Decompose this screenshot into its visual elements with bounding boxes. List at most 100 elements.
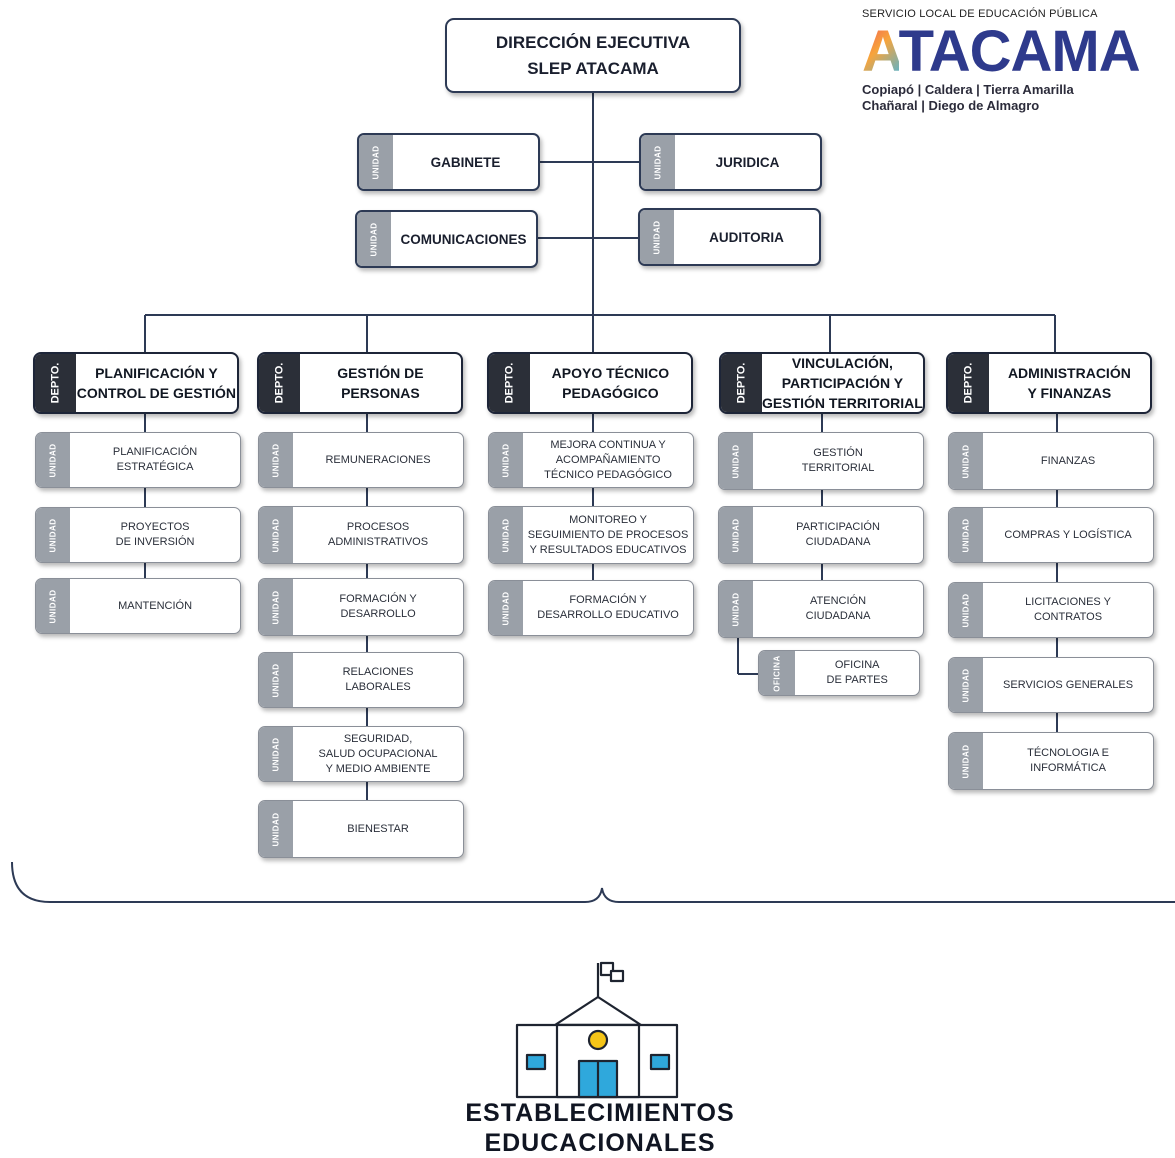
unit-tab: UNIDAD (36, 508, 71, 562)
office-box-label: OFICINA DE PARTES (826, 659, 888, 686)
dept-apoyo-tecnico-label: APOYO TÉCNICO PEDAGÓGICO (551, 365, 670, 401)
tab-label: UNIDAD (731, 443, 741, 479)
unit-tab: UNIDAD (259, 433, 294, 487)
juridica-box-label: JURIDICA (715, 154, 780, 170)
auditoria-box: UNIDAD AUDITORIA (638, 208, 821, 266)
unit-box-label: FORMACIÓN Y DESARROLLO EDUCATIVO (537, 594, 679, 621)
dept-apoyo-tecnico: DEPTO. APOYO TÉCNICO PEDAGÓGICO (487, 352, 693, 414)
unit-box: UNIDAD COMPRAS Y LOGÍSTICA (948, 507, 1154, 563)
dept-planificacion: DEPTO.PLANIFICACIÓN Y CONTROL DE GESTIÓN (33, 352, 239, 414)
comunicaciones-box: UNIDAD COMUNICACIONES (355, 210, 538, 268)
unit-box-label: COMPRAS Y LOGÍSTICA (1004, 528, 1132, 541)
unit-box: UNIDAD BIENESTAR (258, 800, 464, 858)
unit-box-label: REMUNERACIONES (325, 453, 431, 466)
unit-box-label: RELACIONES LABORALES (342, 666, 414, 693)
unit-box: UNIDAD SEGURIDAD, SALUD OCUPACIONAL Y MED… (258, 726, 464, 782)
logo-communes-line2: Chañaral | Diego de Almagro (862, 98, 1040, 113)
tab-label: UNIDAD (961, 517, 971, 553)
unit-box-label: LICITACIONES Y CONTRATOS (1025, 596, 1111, 623)
tab-label: UNIDAD (48, 442, 58, 478)
unit-tab: UNIDAD (489, 581, 524, 635)
tab-label: UNIDAD (501, 517, 511, 553)
unit-box-label: FINANZAS (1040, 454, 1096, 467)
unit-tab: UNIDAD (359, 135, 394, 189)
unit-box-label: MANTENCIÓN (118, 599, 193, 612)
unit-tab: UNIDAD (259, 653, 294, 707)
unit-tab: UNIDAD (641, 135, 676, 189)
unit-box: UNIDAD PROCESOS ADMINISTRATIVOS (258, 506, 464, 564)
unit-box-label: MONITOREO Y SEGUIMIENTO DE PROCESOS Y RE… (527, 513, 689, 556)
comunicaciones-box-label: COMUNICACIONES (400, 231, 527, 247)
tab-label: DEPTO. (735, 362, 748, 404)
unit-box: UNIDAD LICITACIONES Y CONTRATOS (948, 582, 1154, 638)
unit-tab: UNIDAD (640, 210, 675, 264)
unit-box: UNIDAD MANTENCIÓN (35, 578, 241, 634)
unit-tab: UNIDAD (949, 433, 984, 489)
unit-tab: UNIDAD (36, 579, 71, 633)
dept-administracion-label: ADMINISTRACIÓN Y FINANZAS (1007, 365, 1131, 401)
executive-direction-line2: SLEP ATACAMA (527, 58, 659, 78)
unit-box-label: GESTIÓN TERRITORIAL (801, 447, 875, 474)
logo-rest: TACAMA (898, 19, 1141, 84)
unit-box: UNIDAD FINANZAS (948, 432, 1154, 490)
tab-label: UNIDAD (501, 590, 511, 626)
educational-establishments-label: ESTABLECIMIENTOS EDUCACIONALES (465, 1099, 735, 1157)
tab-label: UNIDAD (271, 662, 281, 698)
unit-box: UNIDAD REMUNERACIONES (258, 432, 464, 488)
unit-box-label: PROYECTOS DE INVERSIÓN (115, 521, 195, 548)
unit-tab: UNIDAD (489, 507, 524, 563)
tab-label: OFICINA (772, 654, 782, 692)
unit-box-label: PARTICIPACIÓN CIUDADANA (796, 521, 880, 548)
unit-box-label: MEJORA CONTINUA Y ACOMPAÑAMIENTO TÉCNICO… (544, 438, 672, 481)
logo-supertitle: SERVICIO LOCAL DE EDUCACIÓN PÚBLICA (862, 8, 1098, 20)
unit-box-label: TÉCNOLOGIA E INFORMÁTICA (1027, 747, 1110, 774)
dept-tab: DEPTO. (259, 354, 300, 412)
unit-tab: UNIDAD (949, 733, 984, 789)
tab-label: UNIDAD (271, 442, 281, 478)
tab-label: UNIDAD (731, 517, 741, 553)
unit-tab: OFICINA (759, 651, 796, 695)
unit-tab: UNIDAD (259, 507, 294, 563)
tab-label: UNIDAD (652, 219, 662, 255)
unit-box-label: FORMACIÓN Y DESARROLLO (339, 593, 417, 620)
tab-label: UNIDAD (271, 589, 281, 625)
unit-tab: UNIDAD (36, 433, 71, 487)
tab-label: UNIDAD (48, 588, 58, 624)
tab-label: UNIDAD (653, 144, 663, 180)
tab-label: UNIDAD (501, 442, 511, 478)
unit-tab: UNIDAD (719, 581, 754, 637)
unit-tab: UNIDAD (259, 727, 294, 781)
logo-wordmark: ATACAMA (862, 22, 1172, 82)
unit-tab: UNIDAD (949, 658, 984, 712)
unit-tab: UNIDAD (259, 801, 294, 857)
tab-label: UNIDAD (271, 811, 281, 847)
unit-box: UNIDAD PROYECTOS DE INVERSIÓN (35, 507, 241, 563)
tab-label: DEPTO. (503, 362, 516, 404)
unit-tab: UNIDAD (949, 583, 984, 637)
slep-atacama-logo: SERVICIO LOCAL DE EDUCACIÓN PÚBLICA ATAC… (862, 8, 1172, 128)
auditoria-box-label: AUDITORIA (709, 229, 784, 245)
unit-box-label: SERVICIOS GENERALES (1003, 678, 1134, 691)
unit-box-label: PROCESOS ADMINISTRATIVOS (328, 521, 429, 548)
unit-tab: UNIDAD (489, 433, 524, 487)
office-box: OFICINA OFICINA DE PARTES (758, 650, 920, 696)
tab-label: UNIDAD (961, 592, 971, 628)
unit-box: UNIDAD TÉCNOLOGIA E INFORMÁTICA (948, 732, 1154, 790)
unit-box: UNIDAD FORMACIÓN Y DESARROLLO EDUCATIVO (488, 580, 694, 636)
unit-box: UNIDAD MONITOREO Y SEGUIMIENTO DE PROCESO… (488, 506, 694, 564)
tab-label: UNIDAD (369, 221, 379, 257)
tab-label: UNIDAD (731, 591, 741, 627)
tab-label: UNIDAD (961, 667, 971, 703)
unit-box-label: BIENESTAR (347, 822, 409, 835)
tab-label: UNIDAD (961, 743, 971, 779)
dept-vinculacion-label: VINCULACIÓN, PARTICIPACIÓN Y GESTIÓN TER… (762, 355, 923, 411)
dept-planificacion-label: PLANIFICACIÓN Y CONTROL DE GESTIÓN (76, 365, 236, 401)
tab-label: UNIDAD (371, 144, 381, 180)
tab-label: UNIDAD (961, 443, 971, 479)
dept-gestion-personas-label: GESTIÓN DE PERSONAS (337, 365, 424, 401)
unit-box-label: SEGURIDAD, SALUD OCUPACIONAL Y MEDIO AMB… (318, 732, 438, 775)
dept-tab: DEPTO. (489, 354, 530, 412)
unit-tab: UNIDAD (719, 433, 754, 489)
